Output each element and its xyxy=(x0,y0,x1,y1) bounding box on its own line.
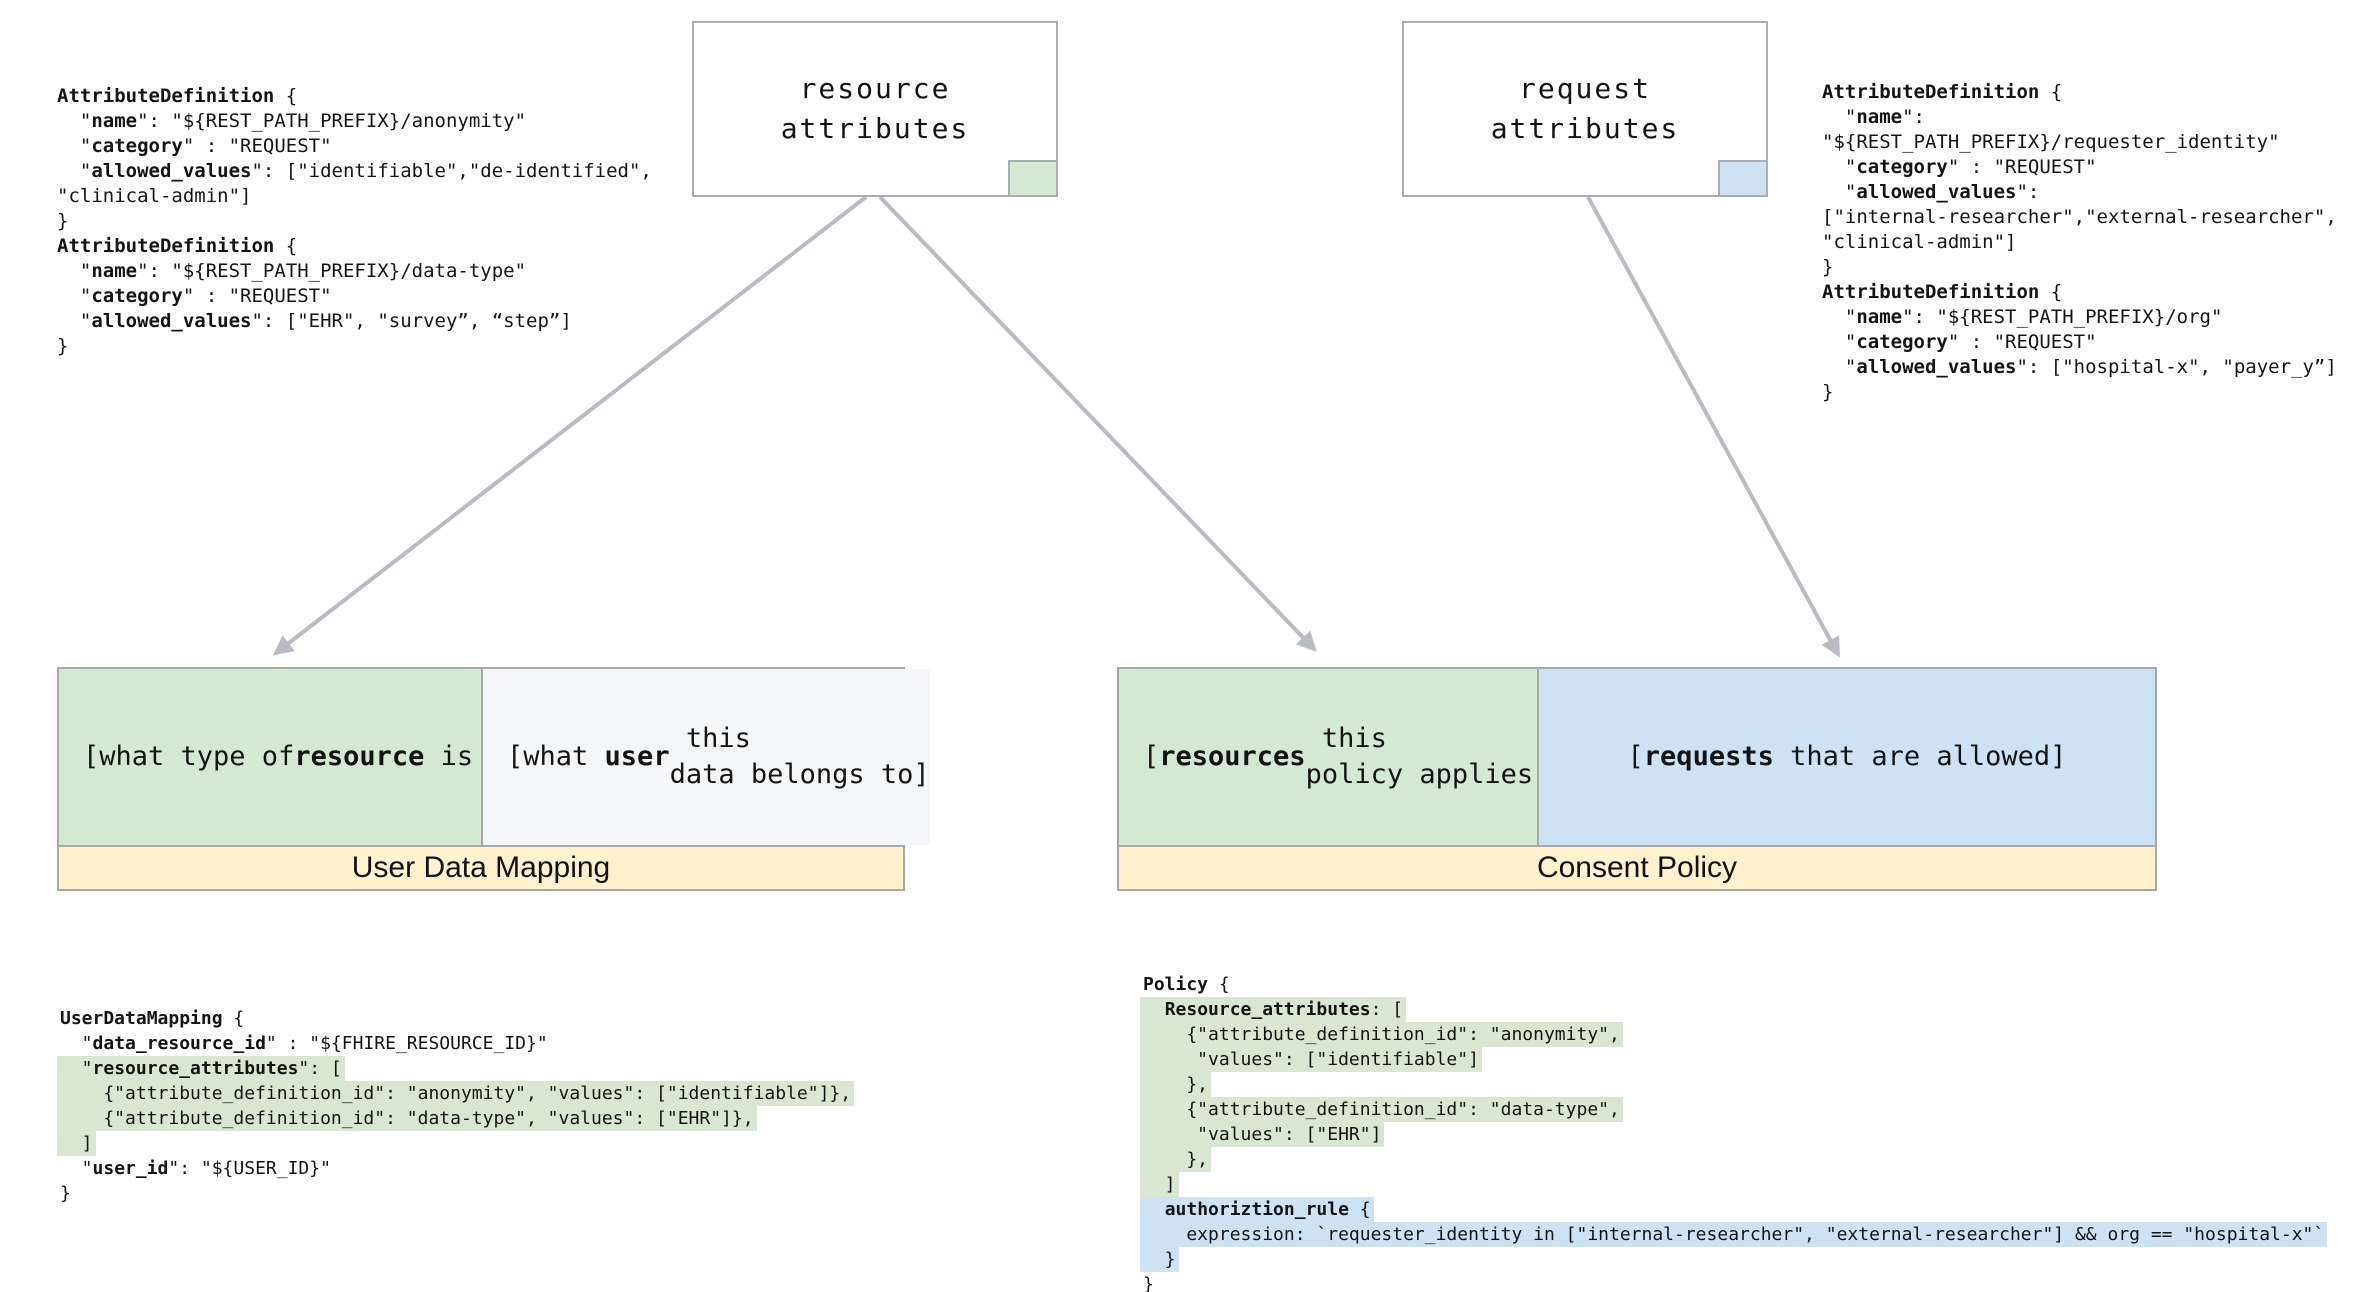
code-line: Resource_attributes: [ xyxy=(1140,997,2327,1022)
code-line: ["internal-researcher","external-researc… xyxy=(1822,206,2337,228)
code-line: "category" : "REQUEST" xyxy=(57,285,332,307)
code-line: UserDataMapping { xyxy=(60,1008,245,1029)
code-line: "${REST_PATH_PREFIX}/requester_identity" xyxy=(1822,131,2280,153)
cp-requests-cell: [requests that are allowed] xyxy=(1539,669,2155,845)
node-resource-attributes-label: resource attributes xyxy=(780,72,970,145)
consent-policy-title: Consent Policy xyxy=(1119,847,2155,889)
code-line: "name": xyxy=(1822,106,1925,128)
code-line: "values": ["identifiable"] xyxy=(1140,1047,2327,1072)
node-request-attributes: request attributes xyxy=(1402,21,1768,197)
code-line: "category" : "REQUEST" xyxy=(1822,156,2097,178)
user-data-mapping-title: User Data Mapping xyxy=(59,847,903,889)
code-line: "clinical-admin"] xyxy=(1822,231,2017,253)
code-line: } xyxy=(57,210,69,232)
arrow-resource-to-consent-policy xyxy=(878,195,1317,652)
code-line: "data_resource_id" : "${FHIRE_RESOURCE_I… xyxy=(60,1033,548,1054)
udm-user-cell: [what user this data belongs to] xyxy=(483,669,930,845)
user-data-mapping-box: [what type of resource is this] [what us… xyxy=(57,667,930,891)
code-line: ] xyxy=(1140,1172,2327,1197)
code-line: }, xyxy=(1140,1072,2327,1097)
code-line: AttributeDefinition { xyxy=(57,235,298,257)
code-line: } xyxy=(1140,1247,2327,1272)
code-attrdef-request: AttributeDefinition { "name": "${REST_PAT… xyxy=(1822,80,2340,405)
code-line: "resource_attributes": [ xyxy=(57,1056,854,1081)
code-line: AttributeDefinition { xyxy=(1822,281,2063,303)
code-attrdef-resource: AttributeDefinition { "name": "${REST_PA… xyxy=(57,84,655,359)
user-data-mapping-cells: [what type of resource is this] [what us… xyxy=(59,669,930,847)
cp-resources-cell: [resources this policy applies to] xyxy=(1119,669,1598,845)
code-line: ] xyxy=(57,1131,854,1156)
code-line: "values": ["EHR"] xyxy=(1140,1122,2327,1147)
request-color-chip xyxy=(1718,160,1768,197)
code-line: } xyxy=(1143,1274,1154,1292)
code-line: }, xyxy=(1140,1147,2327,1172)
node-request-attributes-label: request attributes xyxy=(1490,72,1680,145)
code-line: AttributeDefinition { xyxy=(1822,81,2063,103)
code-line: {"attribute_definition_id": "data-type", xyxy=(1140,1097,2327,1122)
code-line: "allowed_values": ["EHR", "survey”, “ste… xyxy=(57,310,572,332)
code-policy: Policy { Resource_attributes: [ {"attrib… xyxy=(1140,972,2328,1292)
code-line: authoriztion_rule { xyxy=(1140,1197,2327,1222)
code-user-data-mapping: UserDataMapping { "data_resource_id" : "… xyxy=(57,1006,855,1206)
code-line: "name": "${REST_PATH_PREFIX}/anonymity" xyxy=(57,110,527,132)
code-line: "name": "${REST_PATH_PREFIX}/org" xyxy=(1822,306,2223,328)
code-line: } xyxy=(60,1183,71,1204)
code-line: AttributeDefinition { xyxy=(57,85,298,107)
code-line: "clinical-admin"] xyxy=(57,185,252,207)
udm-resource-type-cell: [what type of resource is this] xyxy=(59,669,571,845)
code-line: "category" : "REQUEST" xyxy=(1822,331,2097,353)
code-line: "allowed_values": ["identifiable","de-id… xyxy=(57,160,652,182)
code-line: {"attribute_definition_id": "anonymity",… xyxy=(57,1081,855,1106)
code-line: "allowed_values": xyxy=(1822,181,2040,203)
code-line: "allowed_values": ["hospital-x", "payer_… xyxy=(1822,356,2337,378)
code-line: } xyxy=(1822,381,1834,403)
code-line: {"attribute_definition_id": "anonymity", xyxy=(1140,1022,2327,1047)
node-resource-attributes: resource attributes xyxy=(692,21,1058,197)
code-line: "user_id": "${USER_ID}" xyxy=(60,1158,331,1179)
code-line: expression: `requester_identity in ["int… xyxy=(1140,1222,2328,1247)
code-line: } xyxy=(57,335,69,357)
code-line: {"attribute_definition_id": "data-type",… xyxy=(57,1106,854,1131)
consent-policy-box: [resources this policy applies to] [requ… xyxy=(1117,667,2157,891)
arrow-request-to-consent-policy xyxy=(1586,196,1840,658)
resource-color-chip xyxy=(1008,160,1058,197)
code-line: Policy { xyxy=(1143,974,1230,995)
consent-policy-cells: [resources this policy applies to] [requ… xyxy=(1119,669,2155,847)
code-line: } xyxy=(1822,256,1834,278)
code-line: "category" : "REQUEST" xyxy=(57,135,332,157)
code-line: "name": "${REST_PATH_PREFIX}/data-type" xyxy=(57,260,527,282)
